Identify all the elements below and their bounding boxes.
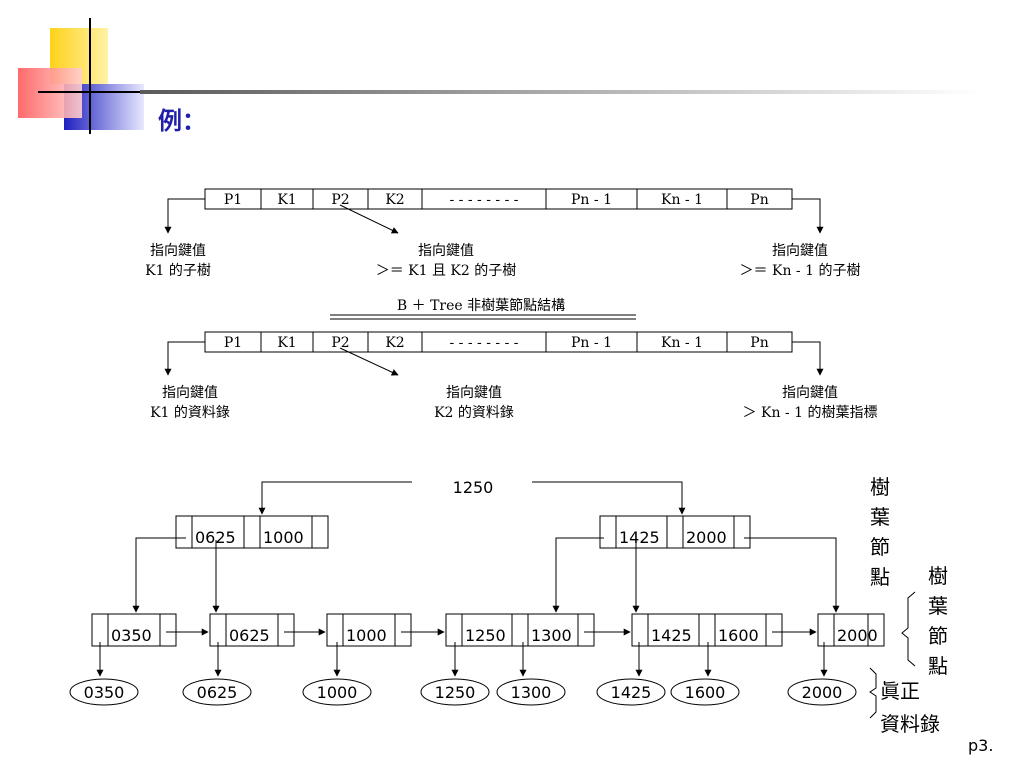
nonleaf-note-0-line-1: 指向鍵值 <box>150 243 206 259</box>
leaf-node-5-key-0: 2000 <box>837 626 878 645</box>
struct-field-3: K2 <box>385 192 404 208</box>
leaf-node-1-frame <box>209 613 295 647</box>
leaf-node-3-key-0: 1250 <box>465 626 506 645</box>
record-oval-4 <box>496 678 566 706</box>
internal-node-left-key-1: 1000 <box>263 528 304 547</box>
leaf-pointer-right <box>792 341 824 376</box>
leaf-node-4-key-1: 1600 <box>718 626 759 645</box>
record-key-4: 1300 <box>511 683 552 702</box>
leaf-label-char-0: 樹 <box>928 564 948 588</box>
leaf-label-char-1: 葉 <box>928 594 948 618</box>
nonleaf-pointer-right <box>792 198 824 234</box>
title-underline <box>140 90 980 94</box>
record-oval-3 <box>420 678 490 706</box>
nonleaf-label-char-3: 點 <box>870 565 890 589</box>
leaf-note-0-line-2: K1 的資料錄 <box>150 405 230 421</box>
struct-field-1: K1 <box>277 192 296 208</box>
nonleaf-note-2-line-2: ＞＝ Kn - 1 的子樹 <box>740 263 861 279</box>
leaf-node-2-frame <box>326 613 412 647</box>
struct-field-6: Kn - 1 <box>661 335 703 351</box>
leaf-note-0-line-1: 指向鍵值 <box>162 385 218 401</box>
record-key-7: 2000 <box>802 683 843 702</box>
nonleaf-note-2-line-1: 指向鍵值 <box>772 243 828 259</box>
nonleaf-note-1-line-1: 指向鍵值 <box>418 243 474 259</box>
root-left-branch <box>258 481 412 515</box>
right-node-pointer-3 <box>744 537 840 613</box>
leaf-label-brace <box>901 591 916 667</box>
record-key-0: 0350 <box>84 683 125 702</box>
root-key: 1250 <box>453 478 494 497</box>
record-key-6: 1600 <box>685 683 726 702</box>
record-label-line-1: 眞正 <box>880 679 920 703</box>
struct-field-4: - - - - - - - - <box>450 192 519 208</box>
struct-field-5: Pn - 1 <box>571 335 612 351</box>
record-label-line-2: 資料錄 <box>880 712 940 736</box>
leaf-node-4-frame <box>631 613 783 647</box>
leaf-pointer-left <box>164 341 205 376</box>
record-key-5: 1425 <box>611 683 652 702</box>
internal-node-right-frame <box>599 515 751 549</box>
nonleaf-pointer-middle <box>339 204 399 234</box>
record-oval-5 <box>596 678 666 706</box>
leaf-label-char-3: 點 <box>928 654 948 678</box>
leaf-node-5-frame <box>817 613 885 647</box>
leaf-note-2-line-1: 指向鍵值 <box>782 385 838 401</box>
internal-node-left-frame <box>175 515 329 549</box>
nonleaf-label-char-0: 樹 <box>870 475 890 499</box>
page-number: p3. <box>968 736 994 755</box>
nonleaf-pointer-left <box>164 198 205 234</box>
page-title: 例： <box>158 107 206 135</box>
internal-node-right-key-0: 1425 <box>619 528 660 547</box>
struct-field-6: Kn - 1 <box>661 192 703 208</box>
leaf-node-4-key-0: 1425 <box>651 626 692 645</box>
struct-field-2: P2 <box>331 335 349 351</box>
struct-field-7: Pn <box>750 335 768 351</box>
struct-field-4: - - - - - - - - <box>450 335 519 351</box>
leaf-node-3-key-1: 1300 <box>531 626 572 645</box>
record-oval-2 <box>302 678 372 706</box>
leaf-node-2-key-0: 1000 <box>346 626 387 645</box>
struct-field-3: K2 <box>385 335 404 351</box>
record-oval-6 <box>670 678 740 706</box>
record-key-2: 1000 <box>317 683 358 702</box>
struct-field-0: P1 <box>224 335 242 351</box>
record-oval-0 <box>69 678 139 706</box>
struct-field-1: K1 <box>277 335 296 351</box>
struct-field-7: Pn <box>750 192 768 208</box>
internal-node-right-key-1: 2000 <box>686 528 727 547</box>
leaf-node-0-frame <box>91 613 177 647</box>
nonleaf-label-char-1: 葉 <box>870 505 890 529</box>
internal-node-left-key-0: 0625 <box>195 528 236 547</box>
record-key-1: 0625 <box>197 683 238 702</box>
nonleaf-note-1-line-2: ＞＝ K1 且 K2 的子樹 <box>376 263 517 279</box>
leaf-note-1-line-2: K2 的資料錄 <box>434 405 514 421</box>
leaf-node-3-frame <box>445 613 595 647</box>
struct-field-5: Pn - 1 <box>571 192 612 208</box>
struct-caption: B ＋ Tree 非樹葉節點結構 <box>397 297 565 314</box>
record-key-3: 1250 <box>435 683 476 702</box>
leaf-node-1-key-0: 0625 <box>229 626 270 645</box>
struct-field-0: P1 <box>224 192 242 208</box>
leaf-label-char-2: 節 <box>928 624 948 648</box>
leaf-note-2-line-2: ＞ Kn - 1 的樹葉指標 <box>743 405 878 421</box>
record-oval-1 <box>182 678 252 706</box>
nonleaf-note-0-line-2: K1 的子樹 <box>145 263 211 279</box>
right-node-pointer-1 <box>552 537 604 613</box>
nonleaf-label-char-2: 節 <box>870 535 890 559</box>
struct-field-2: P2 <box>331 192 349 208</box>
leaf-note-1-line-1: 指向鍵值 <box>446 385 502 401</box>
leaf-pointer-middle <box>339 347 399 376</box>
record-label-brace <box>869 667 877 719</box>
leaf-node-0-key-0: 0350 <box>111 626 152 645</box>
root-right-branch <box>532 481 686 515</box>
record-oval-7 <box>787 678 857 706</box>
left-node-pointer-1 <box>132 537 186 613</box>
